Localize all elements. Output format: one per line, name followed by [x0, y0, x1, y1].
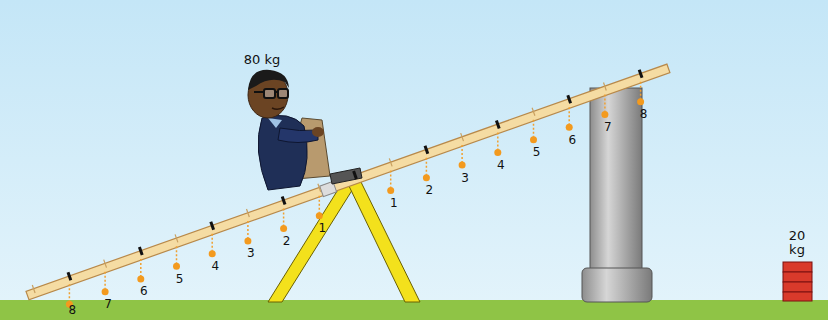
position-number: 4: [211, 260, 219, 273]
pillar: [582, 88, 652, 302]
position-number: 1: [390, 197, 398, 210]
leader-line: [176, 246, 178, 263]
plank-tick: [247, 209, 250, 217]
position-number: 2: [426, 184, 434, 197]
position-number: 2: [283, 235, 291, 248]
marker-dot: [637, 98, 644, 105]
leader-line: [426, 158, 428, 175]
plank-tick: [318, 184, 321, 192]
plank-tick: [389, 158, 392, 166]
position-number: 8: [640, 108, 648, 121]
plank-tick: [604, 82, 607, 90]
plank-tick: [639, 70, 642, 78]
marker-dot: [102, 288, 109, 295]
plank-tick: [175, 234, 178, 242]
plank-tick: [282, 196, 285, 204]
mass-label: 20 kg: [785, 229, 809, 258]
leader-line: [211, 234, 213, 251]
marker-dot: [244, 238, 251, 245]
mass-label: 80 kg: [244, 53, 280, 67]
plank-tick: [211, 222, 214, 230]
plank-tick: [68, 272, 71, 280]
position-number: 6: [140, 285, 148, 298]
marker-dot: [601, 111, 608, 118]
marker-dot: [387, 187, 394, 194]
marker-dot: [316, 212, 323, 219]
marker-dot: [209, 250, 216, 257]
plank-tick: [532, 108, 535, 116]
leader-line: [69, 284, 71, 301]
plank-tick: [496, 120, 499, 128]
position-number: 6: [568, 134, 576, 147]
marker-dot: [280, 225, 287, 232]
leader-line: [461, 145, 463, 162]
position-number: 7: [604, 121, 612, 134]
leader-line: [604, 94, 606, 111]
position-number: 3: [461, 172, 469, 185]
marker-dot: [459, 162, 466, 169]
position-number: 3: [247, 247, 255, 260]
plank-tick: [461, 133, 464, 141]
position-number: 5: [176, 273, 184, 286]
position-number: 5: [533, 146, 541, 159]
plank-tick: [104, 260, 107, 268]
plank-tick: [425, 146, 428, 154]
plank-tick: [354, 171, 357, 179]
leader-line: [390, 170, 392, 187]
plank-tick: [32, 285, 35, 293]
leader-line: [319, 196, 321, 213]
marker-dot: [566, 124, 573, 131]
position-number: 7: [104, 298, 112, 311]
ground: [0, 300, 828, 320]
leader-line: [533, 120, 535, 137]
person: [248, 70, 362, 190]
position-number: 8: [69, 304, 77, 317]
plank-tick: [568, 95, 571, 103]
brick-stack: [783, 262, 812, 301]
marker-dot: [137, 276, 144, 283]
marker-dot: [494, 149, 501, 156]
leader-line: [497, 132, 499, 149]
plank-tick: [139, 247, 142, 255]
position-number: 4: [497, 159, 505, 172]
marker-dot: [530, 136, 537, 143]
marker-dot: [173, 263, 180, 270]
leader-line: [140, 259, 142, 276]
leader-line: [283, 208, 285, 225]
leader-line: [640, 82, 642, 99]
leader-line: [568, 107, 570, 124]
marker-dot: [423, 174, 430, 181]
leader-line: [104, 272, 106, 289]
plank: [26, 63, 671, 301]
leader-line: [247, 221, 249, 238]
position-number: 1: [318, 222, 326, 235]
